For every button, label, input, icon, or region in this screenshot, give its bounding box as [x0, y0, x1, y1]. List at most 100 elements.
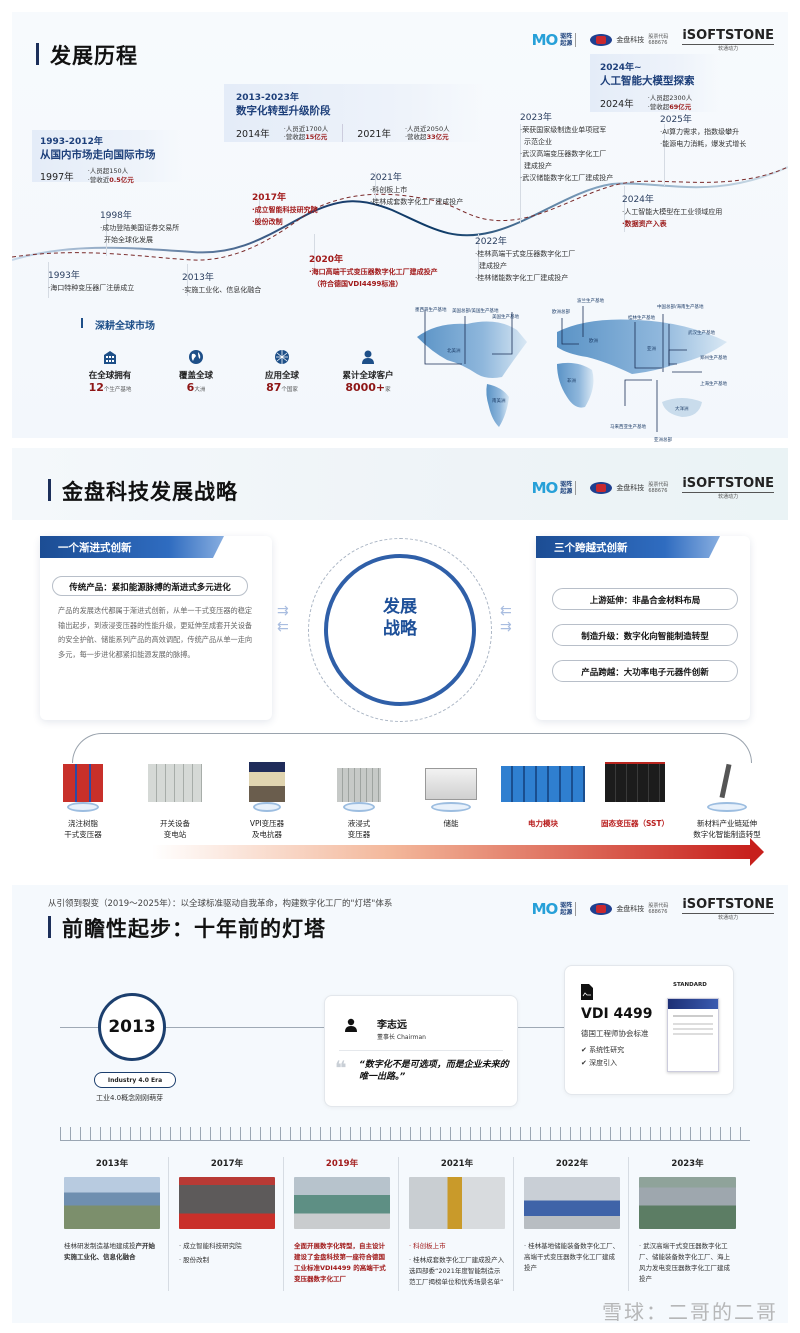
quote-mark-icon: ❝	[335, 1056, 347, 1080]
check-item: ✔ 深度引入	[581, 1059, 618, 1067]
isoftstone-logo: iSOFTSTONE 软通动力	[682, 28, 774, 52]
jinpan-emblem-icon	[590, 482, 613, 494]
document-icon	[581, 984, 593, 1000]
robot-arm-image	[697, 758, 757, 812]
svg-text:大洋洲: 大洋洲	[675, 405, 689, 412]
strategy-center-label: 发展战略	[383, 597, 417, 639]
vdi-standard-card: STANDARD VDI 4499 德国工程师协会标准 ✔ 系统性研究 ✔ 深度…	[564, 965, 734, 1095]
stat-production-bases: 在全球拥有 12个生产基地	[67, 349, 153, 394]
check-icon: ✔	[581, 1046, 590, 1054]
milestone-2013: 2013年 桂林研发制造基地建成投产开始实施工业化、信息化融合	[56, 1157, 169, 1291]
product-energy-storage: 储能	[408, 758, 494, 840]
lighthouse-title: 前瞻性起步：十年前的灯塔	[48, 913, 326, 943]
manufacturing-pill: 制造升级：数字化向智能制造转型	[552, 624, 738, 646]
milestone-photo	[294, 1177, 390, 1229]
chairman-role: 董事长 Chairman	[377, 1034, 426, 1041]
strategy-title: 金盘科技发展战略	[48, 476, 238, 506]
product-solid-state-transformer: 固态变压器（SST）	[592, 758, 678, 840]
power-module-image	[501, 758, 585, 808]
lighthouse-kicker: 从引领到裂变（2019～2025年）：以全球标准驱动自我革命，构建数字化工厂的"…	[48, 899, 393, 909]
global-stats: 在全球拥有 12个生产基地 覆盖全球 6大洲 应用全球 87个国家 累计全球客户…	[67, 349, 411, 394]
standard-description: 德国工程师协会标准	[581, 1029, 649, 1038]
jinpan-emblem-icon	[590, 903, 613, 915]
milestone-2019: 2019年 全面开展数字化转型，自主设计建设了金盘科技第一座符合德国工业标准VD…	[286, 1157, 399, 1291]
event-2013: 2013年·实施工业化、信息化融合	[182, 273, 262, 294]
lighthouse-panel: 从引领到裂变（2019～2025年）：以全球标准驱动自我革命，构建数字化工厂的"…	[12, 885, 788, 1323]
check-icon: ✔	[581, 1059, 590, 1067]
liquid-transformer-image	[333, 758, 385, 812]
product-cast-resin-transformer: 浇注树脂干式变压器	[40, 758, 126, 840]
energy-storage-image	[421, 758, 481, 812]
milestone-list: 2013年 桂林研发制造基地建成投产开始实施工业化、信息化融合 2017年 成立…	[56, 1157, 746, 1291]
standard-checklist: ✔ 系统性研究 ✔ 深度引入	[581, 1044, 624, 1070]
jinpan-emblem-icon	[590, 34, 613, 46]
traditional-product-pill: 传统产品：紧扣能源脉搏的渐进式多元进化	[52, 576, 248, 596]
industry-era-badge: Industry 4.0 Era	[94, 1072, 176, 1088]
event-2020: 2020年·海口高端干式变压器数字化工厂建成投产（符合德国VDI4499标准）	[309, 255, 438, 288]
event-2021: 2021年·科创板上市·桂林成套数字化工厂建成投产	[370, 173, 464, 206]
growth-curve	[12, 166, 788, 261]
milestone-photo	[64, 1177, 160, 1229]
stat-customers: 累计全球客户 8000+家	[325, 349, 411, 394]
event-1998: 1998年·成功登陆美国证券交易所 开始全球化发展	[100, 211, 180, 244]
check-item: ✔ 系统性研究	[581, 1046, 625, 1054]
world-map: 北美洲 南美洲 欧洲 非洲 亚洲 大洋洲	[417, 306, 727, 432]
product-liquid-transformer: 液浸式变压器	[316, 758, 402, 840]
phase-1993-2012: 1993-2012年 从国内市场走向国际市场 1997年 ·人员超150人·营收…	[32, 130, 182, 184]
standard-tag: STANDARD	[673, 982, 707, 988]
mo-logo: MO 驱阵起源	[532, 31, 577, 49]
svg-text:南美洲: 南美洲	[492, 397, 506, 404]
svg-text:北美洲: 北美洲	[447, 347, 461, 354]
milestone-2023: 2023年 武汉高端干式变压器数字化工厂、储能装备数字化工厂、海上风力发电变压器…	[631, 1157, 744, 1291]
product-switchgear: 开关设备变电站	[132, 758, 218, 840]
watermark: 雪球：二哥的二哥	[602, 1300, 778, 1324]
vpi-transformer-image	[243, 758, 291, 812]
milestone-photo	[409, 1177, 505, 1229]
event-2025: 2025年·AI算力需求，指数级攀升·能源电力消耗，爆发式增长	[660, 115, 747, 148]
strategy-center-ring	[324, 554, 476, 706]
milestone-2021: 2021年 科创板上市桂林成套数字化工厂建成投产入选四部委“2021年度智能制造…	[401, 1157, 514, 1291]
arrows-right-icon: ⇇⇉	[500, 603, 512, 635]
milestone-2022: 2022年 桂林基地储能装备数字化工厂、高端干式变压器数字化工厂建成投产	[516, 1157, 629, 1291]
globe-icon	[189, 350, 203, 364]
page-title: 发展历程	[36, 40, 138, 70]
product-new-materials: 新材料产业链延伸数字化智能制造转型	[684, 758, 770, 840]
svg-text:亚洲: 亚洲	[647, 346, 656, 352]
incremental-innovation-card: 一个渐进式创新 传统产品：紧扣能源脉搏的渐进式多元进化 产品的发展迭代都属于渐进…	[40, 536, 272, 720]
chairman-name: 李志远	[377, 1020, 407, 1031]
svg-text:非洲: 非洲	[567, 377, 576, 384]
factory-icon	[104, 351, 116, 364]
svg-text:欧洲: 欧洲	[589, 337, 598, 344]
standard-name: VDI 4499	[581, 1006, 653, 1022]
milestone-photo	[639, 1177, 736, 1229]
stat-countries: 应用全球 87个国家	[239, 349, 325, 394]
switchgear-image	[144, 758, 206, 808]
sst-image	[603, 758, 667, 808]
leap-innovation-card: 三个跨越式创新 上游延伸：非晶合金材料布局 制造升级：数字化向智能制造转型 产品…	[536, 536, 750, 720]
milestone-photo	[524, 1177, 620, 1229]
milestone-2017: 2017年 成立智能科技研究院股份改制	[171, 1157, 284, 1291]
event-1993: 1993年·海口特种变压器厂注册成立	[48, 271, 135, 292]
event-2024: 2024年·人工智能大模型在工业领域应用·数据资产入表	[622, 195, 723, 228]
customer-icon	[362, 350, 374, 364]
chairman-quote: “数字化不是可选项，而是企业未来的唯一出路。”	[359, 1060, 509, 1082]
upstream-pill: 上游延伸：非晶合金材料布局	[552, 588, 738, 610]
event-2023: 2023年·荣获国家级制造业单项冠军 示范企业·武汉高端变压器数字化工厂 建成投…	[520, 113, 614, 182]
era-description: 工业4.0概念刚刚萌芽	[96, 1094, 164, 1102]
timeline-ruler	[60, 1127, 750, 1141]
network-globe-icon	[275, 350, 289, 364]
stat-continents: 覆盖全球 6大洲	[153, 349, 239, 394]
milestone-photo	[179, 1177, 275, 1229]
event-2017: 2017年·成立智能科技研究院·股份改制	[252, 193, 318, 226]
product-power-module: 电力模块	[500, 758, 586, 840]
incremental-banner: 一个渐进式创新	[40, 536, 224, 558]
